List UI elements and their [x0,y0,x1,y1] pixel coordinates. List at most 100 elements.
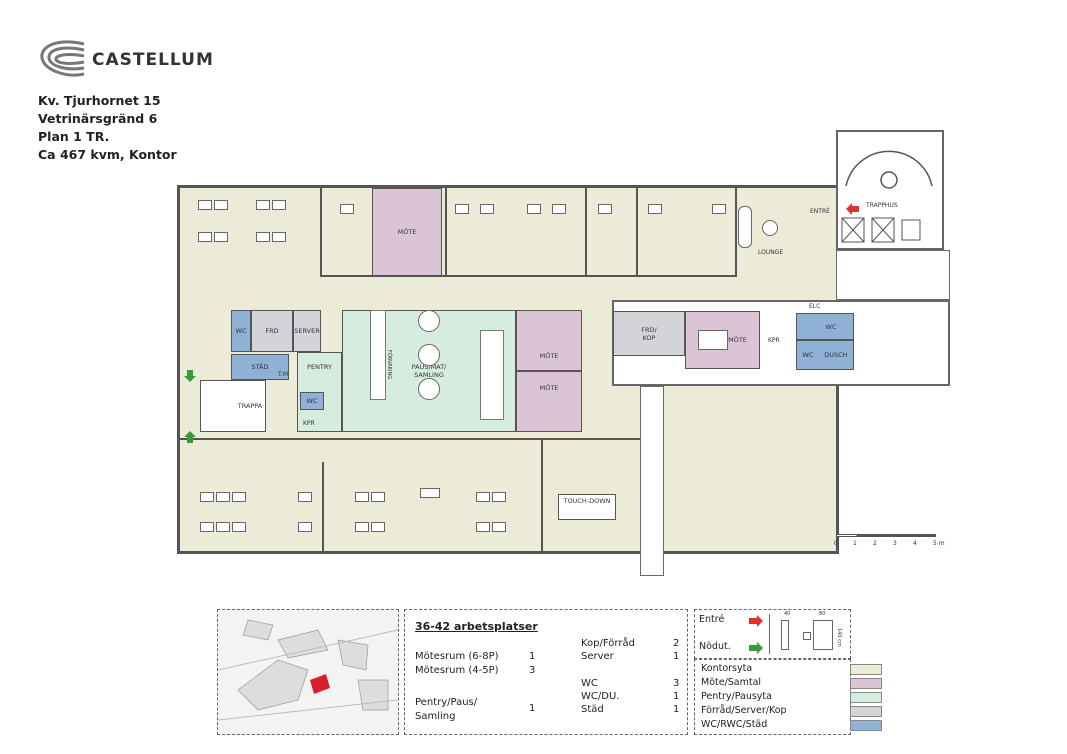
room-label-elc: ELC [809,303,821,310]
desk [216,522,230,532]
room-label: DUSCH [824,351,848,359]
desk [214,200,228,210]
emergency-exit-arrow-icon [749,642,763,654]
room-label: MÖTE [728,336,747,344]
meeting-room: MÖTE [516,371,582,432]
room-label-kpr: KPR [303,420,315,427]
stair-lower [836,250,950,300]
desk [371,522,385,532]
divider [769,614,770,654]
staircase: TRAPPA [200,380,266,432]
scale-bar: 0 1 2 3 4 5 m [834,532,954,552]
address-line: Plan 1 TR. [38,129,110,144]
bar-counter [480,330,504,420]
scale-tick: 3 [893,540,897,547]
desk [298,522,312,532]
room-label: WC [825,322,837,331]
legend-swatch [850,678,882,689]
room-label: MÖTE [539,384,559,392]
room-label: TRAPPA [237,402,263,410]
wall [320,188,322,276]
wall [636,188,638,276]
room-label: WC [235,327,247,335]
stairwell-outline [836,130,944,250]
lower-annex [640,386,664,576]
wall [445,188,447,276]
dim-label: 140 cm [836,628,842,647]
wc-room-pantry: WC [300,392,324,410]
room-label: MÖTE [397,228,417,236]
room-label-tm: T.M [278,371,289,378]
legend-label: Möte/Samtal [701,677,762,688]
summary-count: 1 [673,691,680,702]
summary-count: 2 [673,638,680,649]
summary-label: WC/DU. [581,691,620,702]
desk [216,492,230,502]
room-label: MÖTE [539,351,559,360]
room-label-trapphus: TRAPPHUS [866,202,898,209]
desk [272,200,286,210]
spiral-stair-icon [841,150,933,243]
wall [585,188,587,276]
storage-cabinet [370,310,386,400]
wc-shower-room: WC DUSCH [796,340,854,370]
brand-name: CASTELLUM [92,50,214,70]
desk [232,522,246,532]
workspace-summary: 36-42 arbetsplatser Mötesrum (6-8P) 1 Mö… [404,609,688,735]
desk [648,204,662,214]
desk [492,522,506,532]
scale-tick: 2 [873,540,877,547]
desk [214,232,228,242]
wall [735,188,737,276]
summary-count: 1 [673,651,680,662]
desk [298,492,312,502]
room-label: SERVER [294,327,320,335]
desk [272,232,286,242]
summary-label: Mötesrum (4-5P) [415,665,499,676]
emergency-exit-arrow-icon [184,431,196,443]
summary-count: 1 [673,704,680,715]
wall [320,275,737,277]
summary-label: Server [581,651,614,662]
legend-label: Förråd/Server/Kop [701,705,787,716]
server-room: SERVER [293,310,321,352]
room-label: FRD/ KOP [641,325,657,342]
room-label-entre: ENTRÉ [810,208,830,215]
dim-label: 80 [819,611,826,617]
room-label-forvaring: FÖRVARING [386,350,392,380]
storage-copy-room: FRD/ KOP [613,311,685,356]
scale-tick: 4 [913,540,917,547]
summary-label: Pentry/Paus/ Samling [415,697,478,722]
castellum-logo-icon [38,38,86,80]
wall [541,440,543,552]
chair-icon [803,632,811,640]
desk [340,204,354,214]
legend-colors: Kontorsyta Möte/Samtal Pentry/Pausyta Fö… [694,659,882,735]
desk [527,204,541,214]
desk [256,232,270,242]
property-address: Kv. Tjurhornet 15 Vetrinärsgränd 6 Plan … [38,92,177,164]
summary-label: Kop/Förråd [581,638,635,649]
entry-arrow-icon [749,615,763,627]
desk [598,204,612,214]
cleaning-room: STÄD [231,354,289,380]
room-label: TOUCH-DOWN [563,497,611,505]
legend-swatch [850,664,882,675]
legend-label: Pentry/Pausyta [701,691,772,702]
desk [712,204,726,214]
desk [476,522,490,532]
room-label: FRD [265,327,279,335]
meeting-table [698,330,728,350]
room-label: PENTRY [307,363,332,371]
legend-label: Kontorsyta [701,663,753,674]
room-label: WC [802,351,814,359]
scale-tick: 5 m [933,540,945,547]
legend-symbols: Entré Nödut. 40 80 140 cm [694,609,851,659]
summary-count: 1 [529,703,536,714]
summary-label: Städ [581,704,604,715]
summary-count: 1 [529,651,536,662]
desk [492,492,506,502]
desk [480,204,494,214]
legend-label: WC/RWC/Städ [701,719,768,730]
address-line: Ca 467 kvm, Kontor [38,147,177,162]
